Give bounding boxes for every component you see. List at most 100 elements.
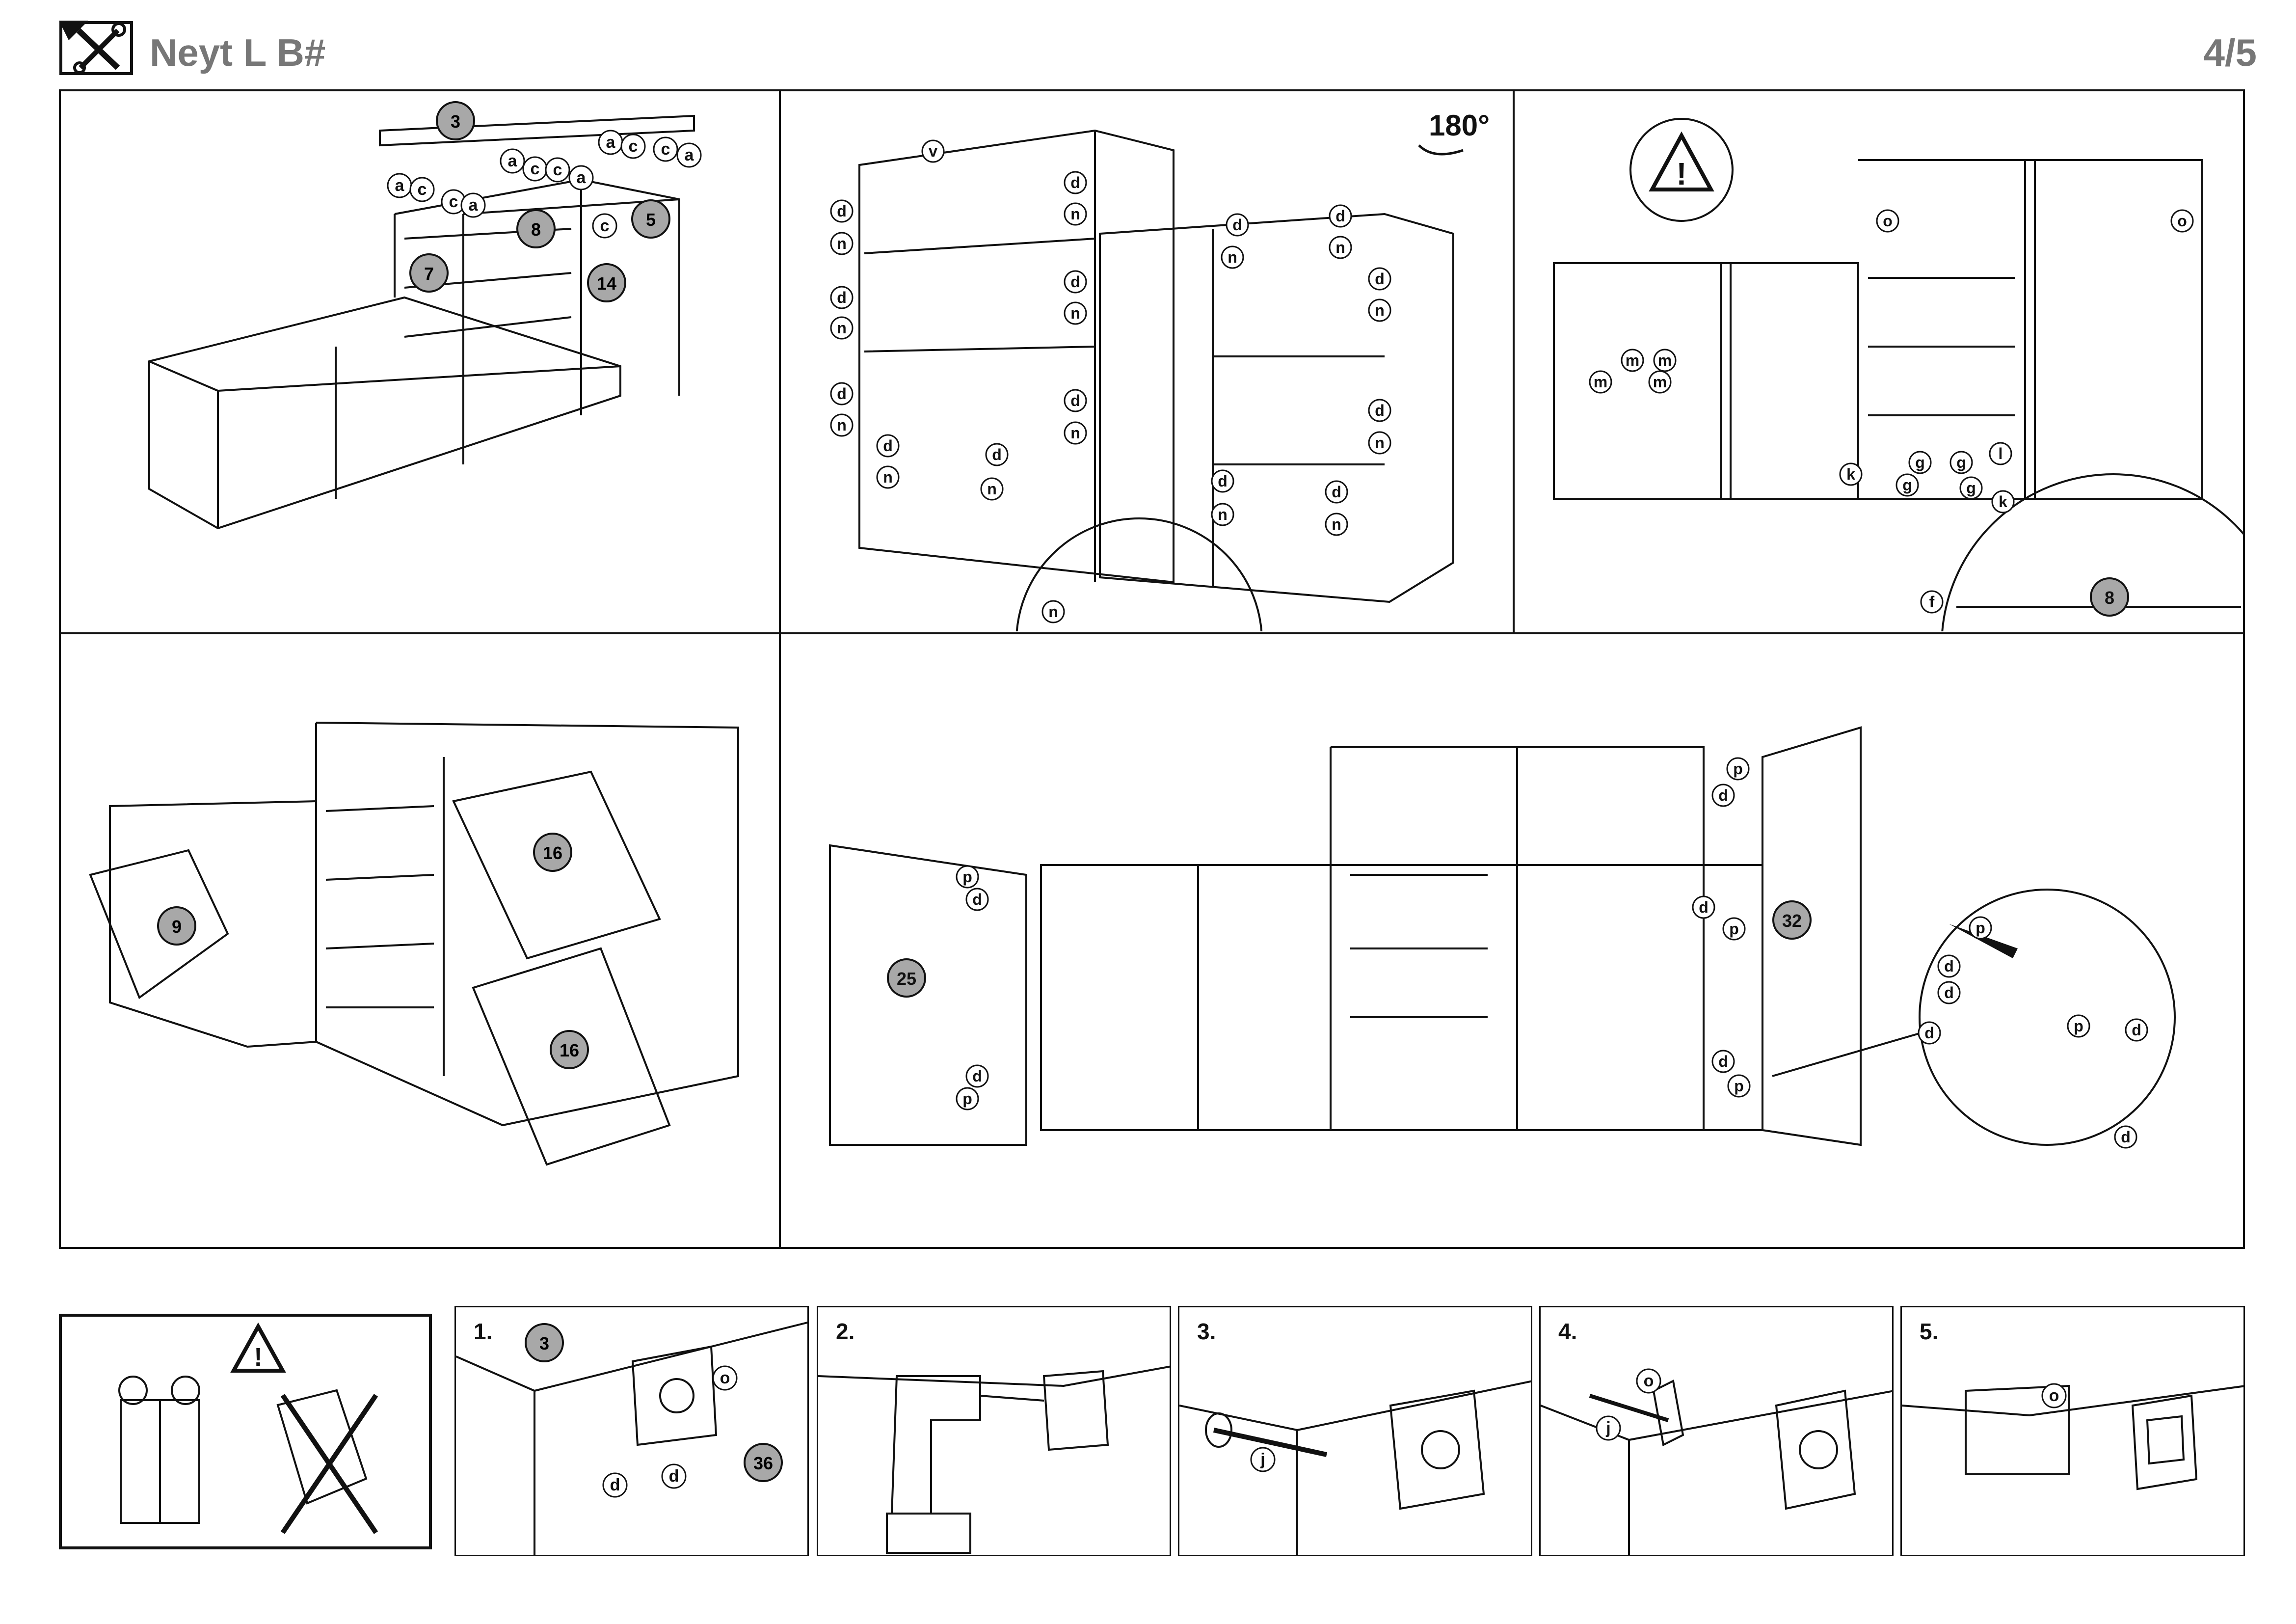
svg-text:n: n <box>987 480 997 498</box>
svg-text:n: n <box>1070 424 1080 442</box>
part-label-16a: 16 <box>543 843 562 863</box>
svg-text:k: k <box>1999 493 2007 511</box>
svg-text:k: k <box>1846 465 1855 483</box>
svg-text:d: d <box>1944 957 1954 975</box>
svg-text:d: d <box>972 1067 982 1085</box>
svg-text:d: d <box>610 1476 620 1494</box>
svg-text:l: l <box>1999 445 2003 462</box>
svg-text:n: n <box>1332 515 1341 533</box>
rotate-180-label: 180° <box>1429 109 1490 142</box>
svg-text:g: g <box>1966 479 1976 497</box>
part-label-25: 25 <box>897 969 916 989</box>
part-label-3: 3 <box>539 1333 549 1353</box>
svg-text:n: n <box>1070 304 1080 322</box>
svg-text:d: d <box>1070 392 1080 409</box>
svg-text:m: m <box>1594 373 1607 391</box>
svg-text:n: n <box>1228 248 1237 266</box>
svg-text:d: d <box>1232 216 1242 234</box>
svg-text:c: c <box>449 192 458 211</box>
svg-text:d: d <box>992 446 1002 463</box>
part-label-16b: 16 <box>560 1040 579 1060</box>
svg-text:n: n <box>1375 301 1385 319</box>
grid-divider-horizontal <box>59 632 2245 634</box>
svg-text:p: p <box>1976 919 1985 937</box>
svg-text:p: p <box>962 1090 972 1108</box>
wall-fix-step-4: 4. o j <box>1539 1306 1894 1556</box>
svg-text:n: n <box>1070 205 1080 223</box>
part-label-5: 5 <box>646 210 656 230</box>
svg-text:d: d <box>883 437 893 455</box>
svg-text:g: g <box>1915 454 1925 471</box>
svg-text:d: d <box>837 289 847 306</box>
svg-text:d: d <box>972 891 982 908</box>
step-panel-2: 180° v <box>781 91 1512 631</box>
svg-text:n: n <box>1218 506 1228 523</box>
part-label-3: 3 <box>451 111 460 132</box>
step-panel-3: ! oo mm mm kg gg gl k fl <box>1515 91 2243 631</box>
drill-icon <box>818 1365 1170 1554</box>
svg-text:p: p <box>1734 1077 1744 1095</box>
svg-text:o: o <box>1883 212 1893 230</box>
svg-text:a: a <box>685 146 694 164</box>
svg-text:d: d <box>1718 786 1728 804</box>
grid-divider-vertical-1 <box>779 89 781 1249</box>
svg-text:o: o <box>720 1369 730 1387</box>
part-label-7: 7 <box>424 264 434 284</box>
part-label-14: 14 <box>597 273 616 294</box>
svg-text:j: j <box>1260 1450 1265 1469</box>
rotate-arrow-icon <box>1418 144 1464 156</box>
svg-text:d: d <box>1070 273 1080 291</box>
svg-text:d: d <box>1699 898 1709 916</box>
svg-text:p: p <box>962 868 972 886</box>
grid-divider-vertical-2 <box>1513 89 1515 633</box>
svg-text:o: o <box>2177 212 2187 230</box>
svg-text:o: o <box>1644 1372 1654 1390</box>
svg-text:a: a <box>606 133 616 152</box>
svg-text:d: d <box>1335 207 1345 225</box>
svg-text:d: d <box>837 202 847 220</box>
svg-text:n: n <box>837 235 847 252</box>
step-panel-4: 9 16 16 <box>61 634 778 1247</box>
warning-triangle-icon <box>1649 131 1714 191</box>
part-label-8: 8 <box>2105 588 2114 608</box>
direction-arrow-icon <box>1949 924 2018 958</box>
svg-text:m: m <box>1658 352 1672 369</box>
part-label-8: 8 <box>531 219 541 240</box>
manual-title: Neyt L B# <box>150 31 326 74</box>
svg-text:d: d <box>669 1467 679 1486</box>
svg-text:p: p <box>1733 760 1743 778</box>
wall-fix-step-3: 3. j <box>1178 1306 1532 1556</box>
svg-text:p: p <box>2074 1017 2083 1035</box>
svg-text:c: c <box>531 160 540 178</box>
step-number: 1. <box>474 1319 493 1344</box>
svg-text:a: a <box>395 176 405 195</box>
quantity-label-36: 36 <box>753 1453 773 1473</box>
svg-text:d: d <box>1375 270 1385 288</box>
warning-triangle-icon <box>230 1322 286 1373</box>
svg-text:a: a <box>469 196 479 215</box>
svg-text:!: ! <box>254 1343 262 1372</box>
svg-text:a: a <box>577 168 587 187</box>
svg-text:c: c <box>661 140 670 159</box>
tip-over-warning-panel: ! <box>59 1314 432 1549</box>
svg-text:p: p <box>1729 920 1739 938</box>
step-number: 4. <box>1558 1319 1577 1344</box>
svg-text:g: g <box>1902 476 1912 494</box>
svg-text:o: o <box>2049 1386 2059 1405</box>
svg-text:d: d <box>1718 1053 1728 1070</box>
wrench-screwdriver-icon <box>59 21 133 76</box>
wall-fix-step-2: 2. <box>817 1306 1171 1556</box>
svg-text:c: c <box>418 180 427 199</box>
svg-text:c: c <box>600 217 610 235</box>
wall-fix-step-5: 5. o <box>1900 1306 2245 1556</box>
svg-text:!: ! <box>1676 156 1686 191</box>
svg-text:d: d <box>1924 1024 1934 1042</box>
svg-text:m: m <box>1626 352 1639 369</box>
svg-text:n: n <box>883 468 893 486</box>
svg-text:g: g <box>1956 454 1966 471</box>
svg-text:d: d <box>2132 1021 2141 1039</box>
svg-text:c: c <box>553 161 562 179</box>
svg-text:n: n <box>1048 603 1058 621</box>
svg-text:n: n <box>1335 239 1345 256</box>
